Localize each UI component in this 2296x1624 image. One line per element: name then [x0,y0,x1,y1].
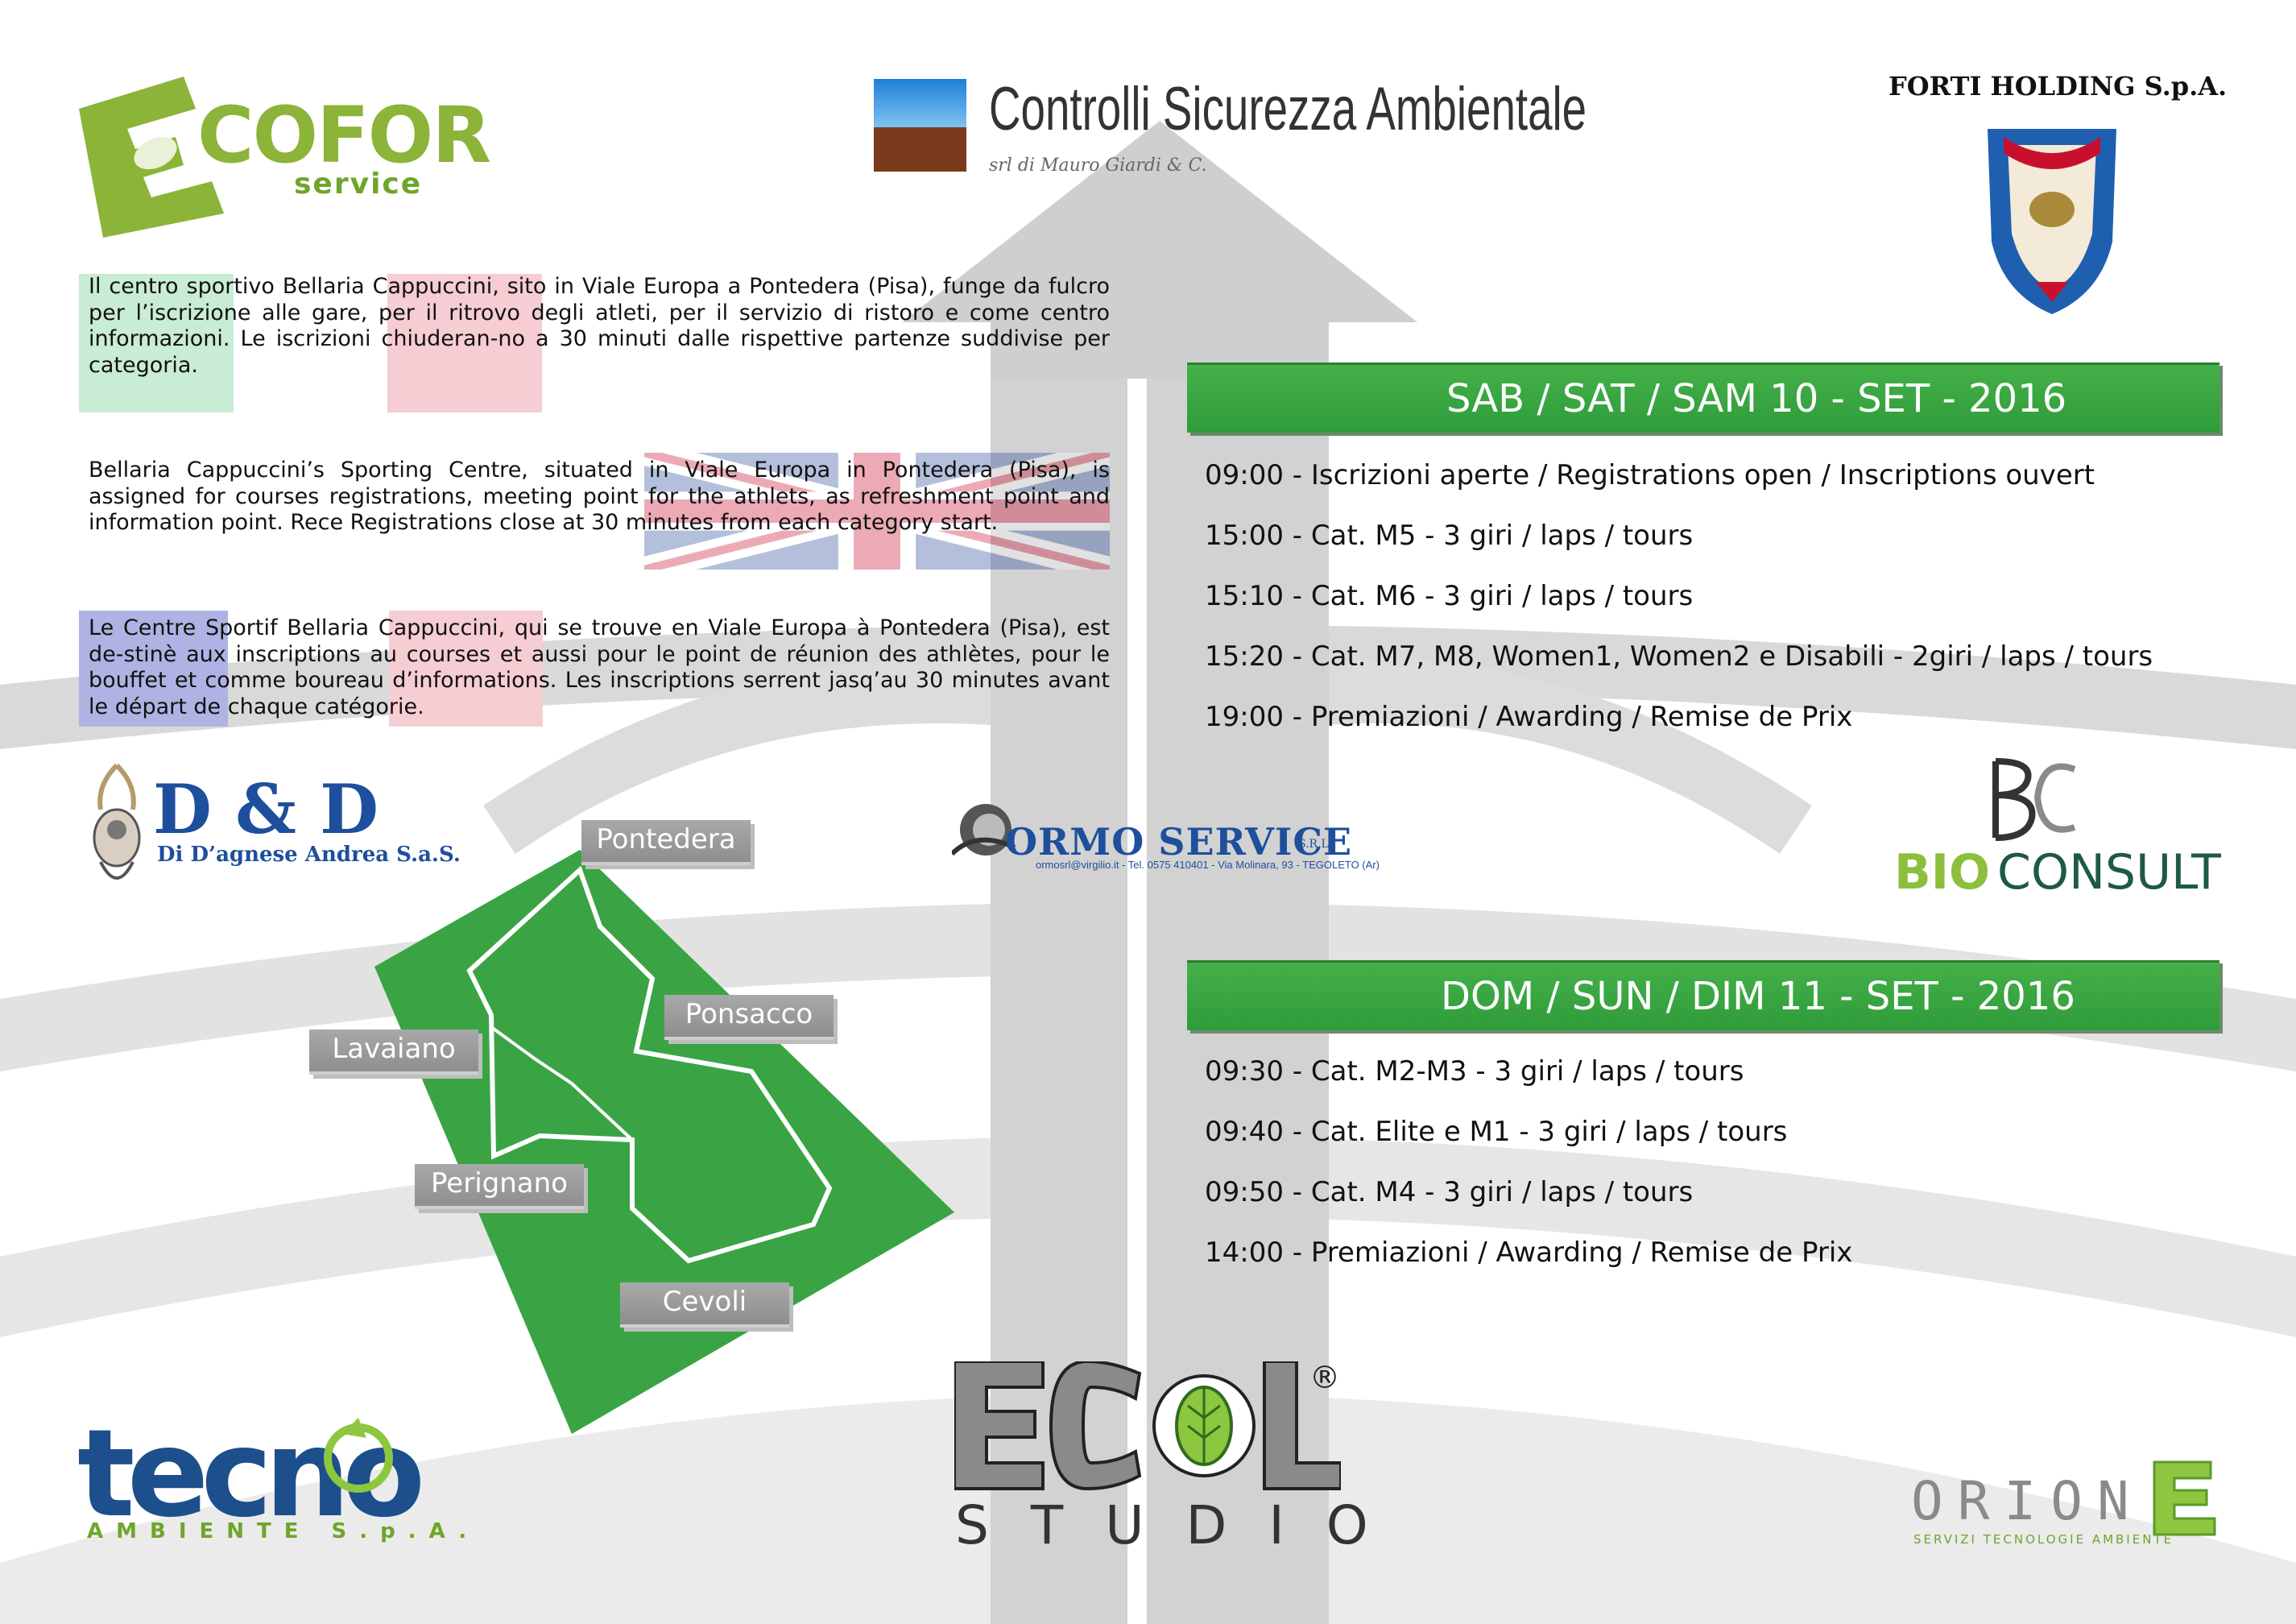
sunday-banner: DOM / SUN / DIM 11 - SET - 2016 [1187,960,2219,1030]
sunday-item: 09:30 - Cat. M2-M3 - 3 giri / laps / tou… [1205,1055,1744,1088]
italian-flag-bg [79,274,542,412]
info-paragraph-french: Le Centre Sportif Bellaria Cappuccini, q… [89,615,1110,719]
french-flag-bg [79,611,543,727]
saturday-item: 19:00 - Premiazioni / Awarding / Remise … [1205,701,1853,733]
ecol-logo-icon [954,1361,1341,1490]
csa-title: Controlli Sicurezza Ambientale [989,75,1587,143]
ormo-logo-icon [952,804,1016,856]
forti-holding-title: FORTI HOLDING S.p.A. [1889,71,2228,102]
ecofor-e-icon [79,77,224,238]
uk-flag-bg [644,453,1110,570]
csa-subtitle: srl di Mauro Giardi & C. [989,155,1207,176]
orione-subtitle: SERVIZI TECNOLOGIE AMBIENTE [1913,1532,2174,1547]
course-map [374,850,954,1434]
saturday-title: SAB / SAT / SAM 10 - SET - 2016 [1446,376,2067,421]
ecofor-subtitle: service [294,168,423,201]
ecofor-title: COFOR [197,90,491,180]
ecol-registered-mark: ® [1309,1360,1340,1395]
saturday-item: 15:10 - Cat. M6 - 3 giri / laps / tours [1205,580,1694,612]
saturday-item: 15:20 - Cat. M7, M8, Women1, Women2 e Di… [1205,640,2153,673]
info-paragraph-english: Bellaria Cappuccini’s Sporting Centre, s… [89,458,1110,535]
ormo-title: ORMO SERVICE [1005,820,1353,864]
sunday-item: 09:50 - Cat. M4 - 3 giri / laps / tours [1205,1176,1694,1208]
tecno-title: tecno [77,1404,425,1544]
saturday-item: 09:00 - Iscrizioni aperte / Registration… [1205,459,2095,491]
map-label-lavaiano: Lavaiano [309,1030,478,1075]
info-paragraph-italian: Il centro sportivo Bellaria Cappuccini, … [89,274,1110,378]
dd-title: D & D [153,769,379,849]
sunday-title: DOM / SUN / DIM 11 - SET - 2016 [1441,974,2075,1019]
forti-crest-icon [1988,129,2116,314]
tecno-subtitle: AMBIENTE S.p.A. [87,1519,480,1543]
bioconsult-consult: CONSULT [1997,844,2221,901]
orione-e-icon [2153,1460,2216,1536]
map-label-ponsacco: Ponsacco [664,995,834,1040]
bioconsult-bio: BIO [1894,844,1991,901]
csa-logo-image [874,79,966,172]
ormo-srl: S.R.L. [1298,838,1333,851]
map-label-cevoli: Cevoli [620,1282,789,1328]
map-label-pontedera: Pontedera [581,820,751,865]
orione-title: ORION [1911,1470,2144,1532]
saturday-banner: SAB / SAT / SAM 10 - SET - 2016 [1187,362,2219,433]
dd-figure-icon [93,763,141,880]
sunday-item: 09:40 - Cat. Elite e M1 - 3 giri / laps … [1205,1116,1788,1148]
ecol-studio-text: STUDIO [955,1494,1410,1556]
dd-subtitle: Di D’agnese Andrea S.a.S. [157,843,461,867]
ecofor-logo [79,77,474,238]
map-label-perignano: Perignano [415,1164,584,1209]
tecno-recycle-icon [324,1418,393,1493]
saturday-item: 15:00 - Cat. M5 - 3 giri / laps / tours [1205,520,1694,552]
ormo-subtitle: ormosrl@virgilio.it - Tel. 0575 410401 -… [1036,859,1380,871]
sunday-item: 14:00 - Premiazioni / Awarding / Remise … [1205,1237,1853,1269]
bioconsult-bc-icon [1992,758,2076,841]
